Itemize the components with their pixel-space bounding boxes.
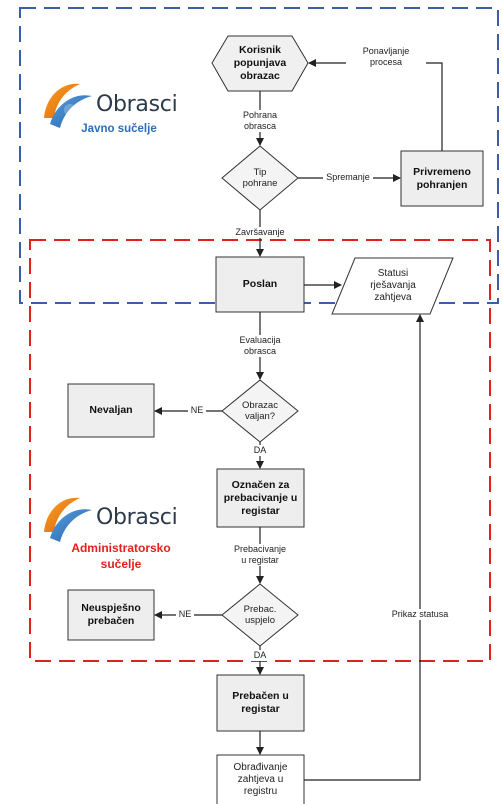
admin-label-line1: Administratorsko (71, 541, 171, 555)
edge-label-ne-2: NE (176, 609, 194, 620)
node-nevaljan-box (67, 383, 155, 438)
obrasci-logo-emblem-public (44, 83, 92, 128)
logo-word-admin: Obrasci (96, 505, 178, 530)
node-oznacen-box (216, 468, 305, 528)
edge-label-da-1: DA (251, 445, 269, 456)
edge-label-ne-1: NE (188, 405, 206, 416)
node-nevaljan-text: Nevaljan (89, 404, 133, 416)
node-statusi-parallelogram (331, 257, 454, 315)
node-neuspjesno-box (67, 589, 155, 641)
node-poslan-text: Poslan (242, 278, 278, 290)
edge-label-da-2: DA (251, 650, 269, 661)
obrasci-logo-emblem-admin (44, 497, 92, 542)
edge-obradivanje-to-statusi (304, 314, 424, 781)
node-prebac-text: Prebac.uspjelo (243, 604, 277, 626)
logo-word-public: Obrasci (96, 92, 178, 117)
edge-label-spremanje: Spremanje (323, 172, 373, 183)
public-interface-label: Javno sučelje (81, 123, 157, 135)
node-poslan-box (215, 256, 305, 313)
edge-label-zavrsavanje: Završavanje (225, 227, 295, 238)
edge-label-prikaz-statusa: Prikaz statusa (384, 609, 456, 620)
node-prebacen-box (216, 674, 305, 732)
admin-label-line2: sučelje (100, 557, 142, 571)
node-korisnik-hexagon (211, 35, 309, 92)
admin-interface-label: Administratorsko sučelje (56, 540, 186, 572)
edge-privremeno-to-korisnik (308, 59, 443, 151)
